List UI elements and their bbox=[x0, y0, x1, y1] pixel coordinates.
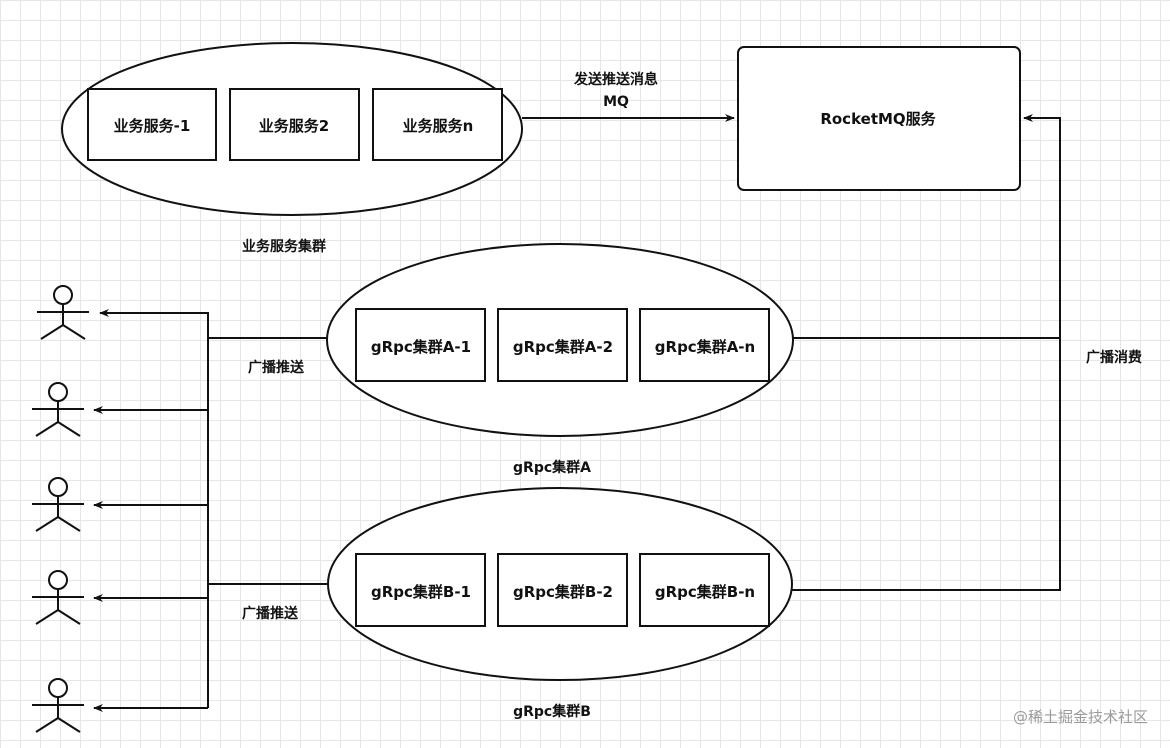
send-mq-label-line1: 发送推送消息 bbox=[573, 71, 658, 88]
broadcast-consume-label: 广播消费 bbox=[1086, 349, 1142, 366]
user-1 bbox=[37, 285, 89, 340]
user-4 bbox=[32, 570, 84, 625]
business-service-2: 业务服务2 bbox=[229, 88, 360, 161]
business-service-1: 业务服务-1 bbox=[87, 88, 217, 161]
grpc-b-node-2: gRpc集群B-2 bbox=[497, 553, 628, 627]
watermark: @稀土掘金技术社区 bbox=[1013, 708, 1148, 726]
grpc-a-node-n: gRpc集群A-n bbox=[639, 308, 770, 382]
user-5 bbox=[32, 678, 84, 733]
business-service-1-label: 业务服务-1 bbox=[114, 117, 191, 135]
business-cluster: 业务服务-1 业务服务2 业务服务n 业务服务集群 bbox=[61, 42, 523, 255]
business-service-n: 业务服务n bbox=[372, 88, 503, 161]
grpc-cluster-b: gRpc集群B-1 gRpc集群B-2 gRpc集群B-n gRpc集群B bbox=[327, 487, 793, 720]
grpc-a-node-1: gRpc集群A-1 bbox=[355, 308, 486, 382]
rocketmq-label: RocketMQ服务 bbox=[820, 110, 936, 128]
grpc-cluster-a: gRpc集群A-1 gRpc集群A-2 gRpc集群A-n gRpc集群A bbox=[326, 243, 794, 476]
broadcast-push-edges: 广播推送 广播推送 bbox=[93, 309, 327, 712]
grpc-a-node-n-label: gRpc集群A-n bbox=[655, 338, 755, 356]
grpc-a-node-2-label: gRpc集群A-2 bbox=[513, 338, 613, 356]
send-mq-edge: 发送推送消息 MQ bbox=[522, 71, 735, 122]
send-mq-label-line2: MQ bbox=[603, 94, 629, 110]
business-cluster-label: 业务服务集群 bbox=[242, 238, 326, 255]
broadcast-push-label-b: 广播推送 bbox=[242, 605, 299, 622]
rocketmq-service: RocketMQ服务 bbox=[737, 46, 1021, 191]
grpc-b-node-n: gRpc集群B-n bbox=[639, 553, 770, 627]
user-2 bbox=[32, 382, 84, 437]
grpc-cluster-a-label: gRpc集群A bbox=[513, 459, 591, 476]
grpc-a-node-1-label: gRpc集群A-1 bbox=[371, 338, 471, 356]
grpc-a-node-2: gRpc集群A-2 bbox=[497, 308, 628, 382]
grpc-b-node-n-label: gRpc集群B-n bbox=[655, 583, 755, 601]
business-service-n-label: 业务服务n bbox=[403, 117, 474, 135]
user-3 bbox=[32, 477, 84, 532]
business-service-2-label: 业务服务2 bbox=[259, 117, 329, 135]
grpc-b-node-2-label: gRpc集群B-2 bbox=[513, 583, 613, 601]
grpc-cluster-b-label: gRpc集群B bbox=[513, 703, 591, 720]
grpc-b-node-1-label: gRpc集群B-1 bbox=[371, 583, 471, 601]
grpc-b-node-1: gRpc集群B-1 bbox=[355, 553, 486, 627]
broadcast-consume-edge: 广播消费 bbox=[792, 114, 1142, 591]
broadcast-push-label-a: 广播推送 bbox=[248, 359, 305, 376]
